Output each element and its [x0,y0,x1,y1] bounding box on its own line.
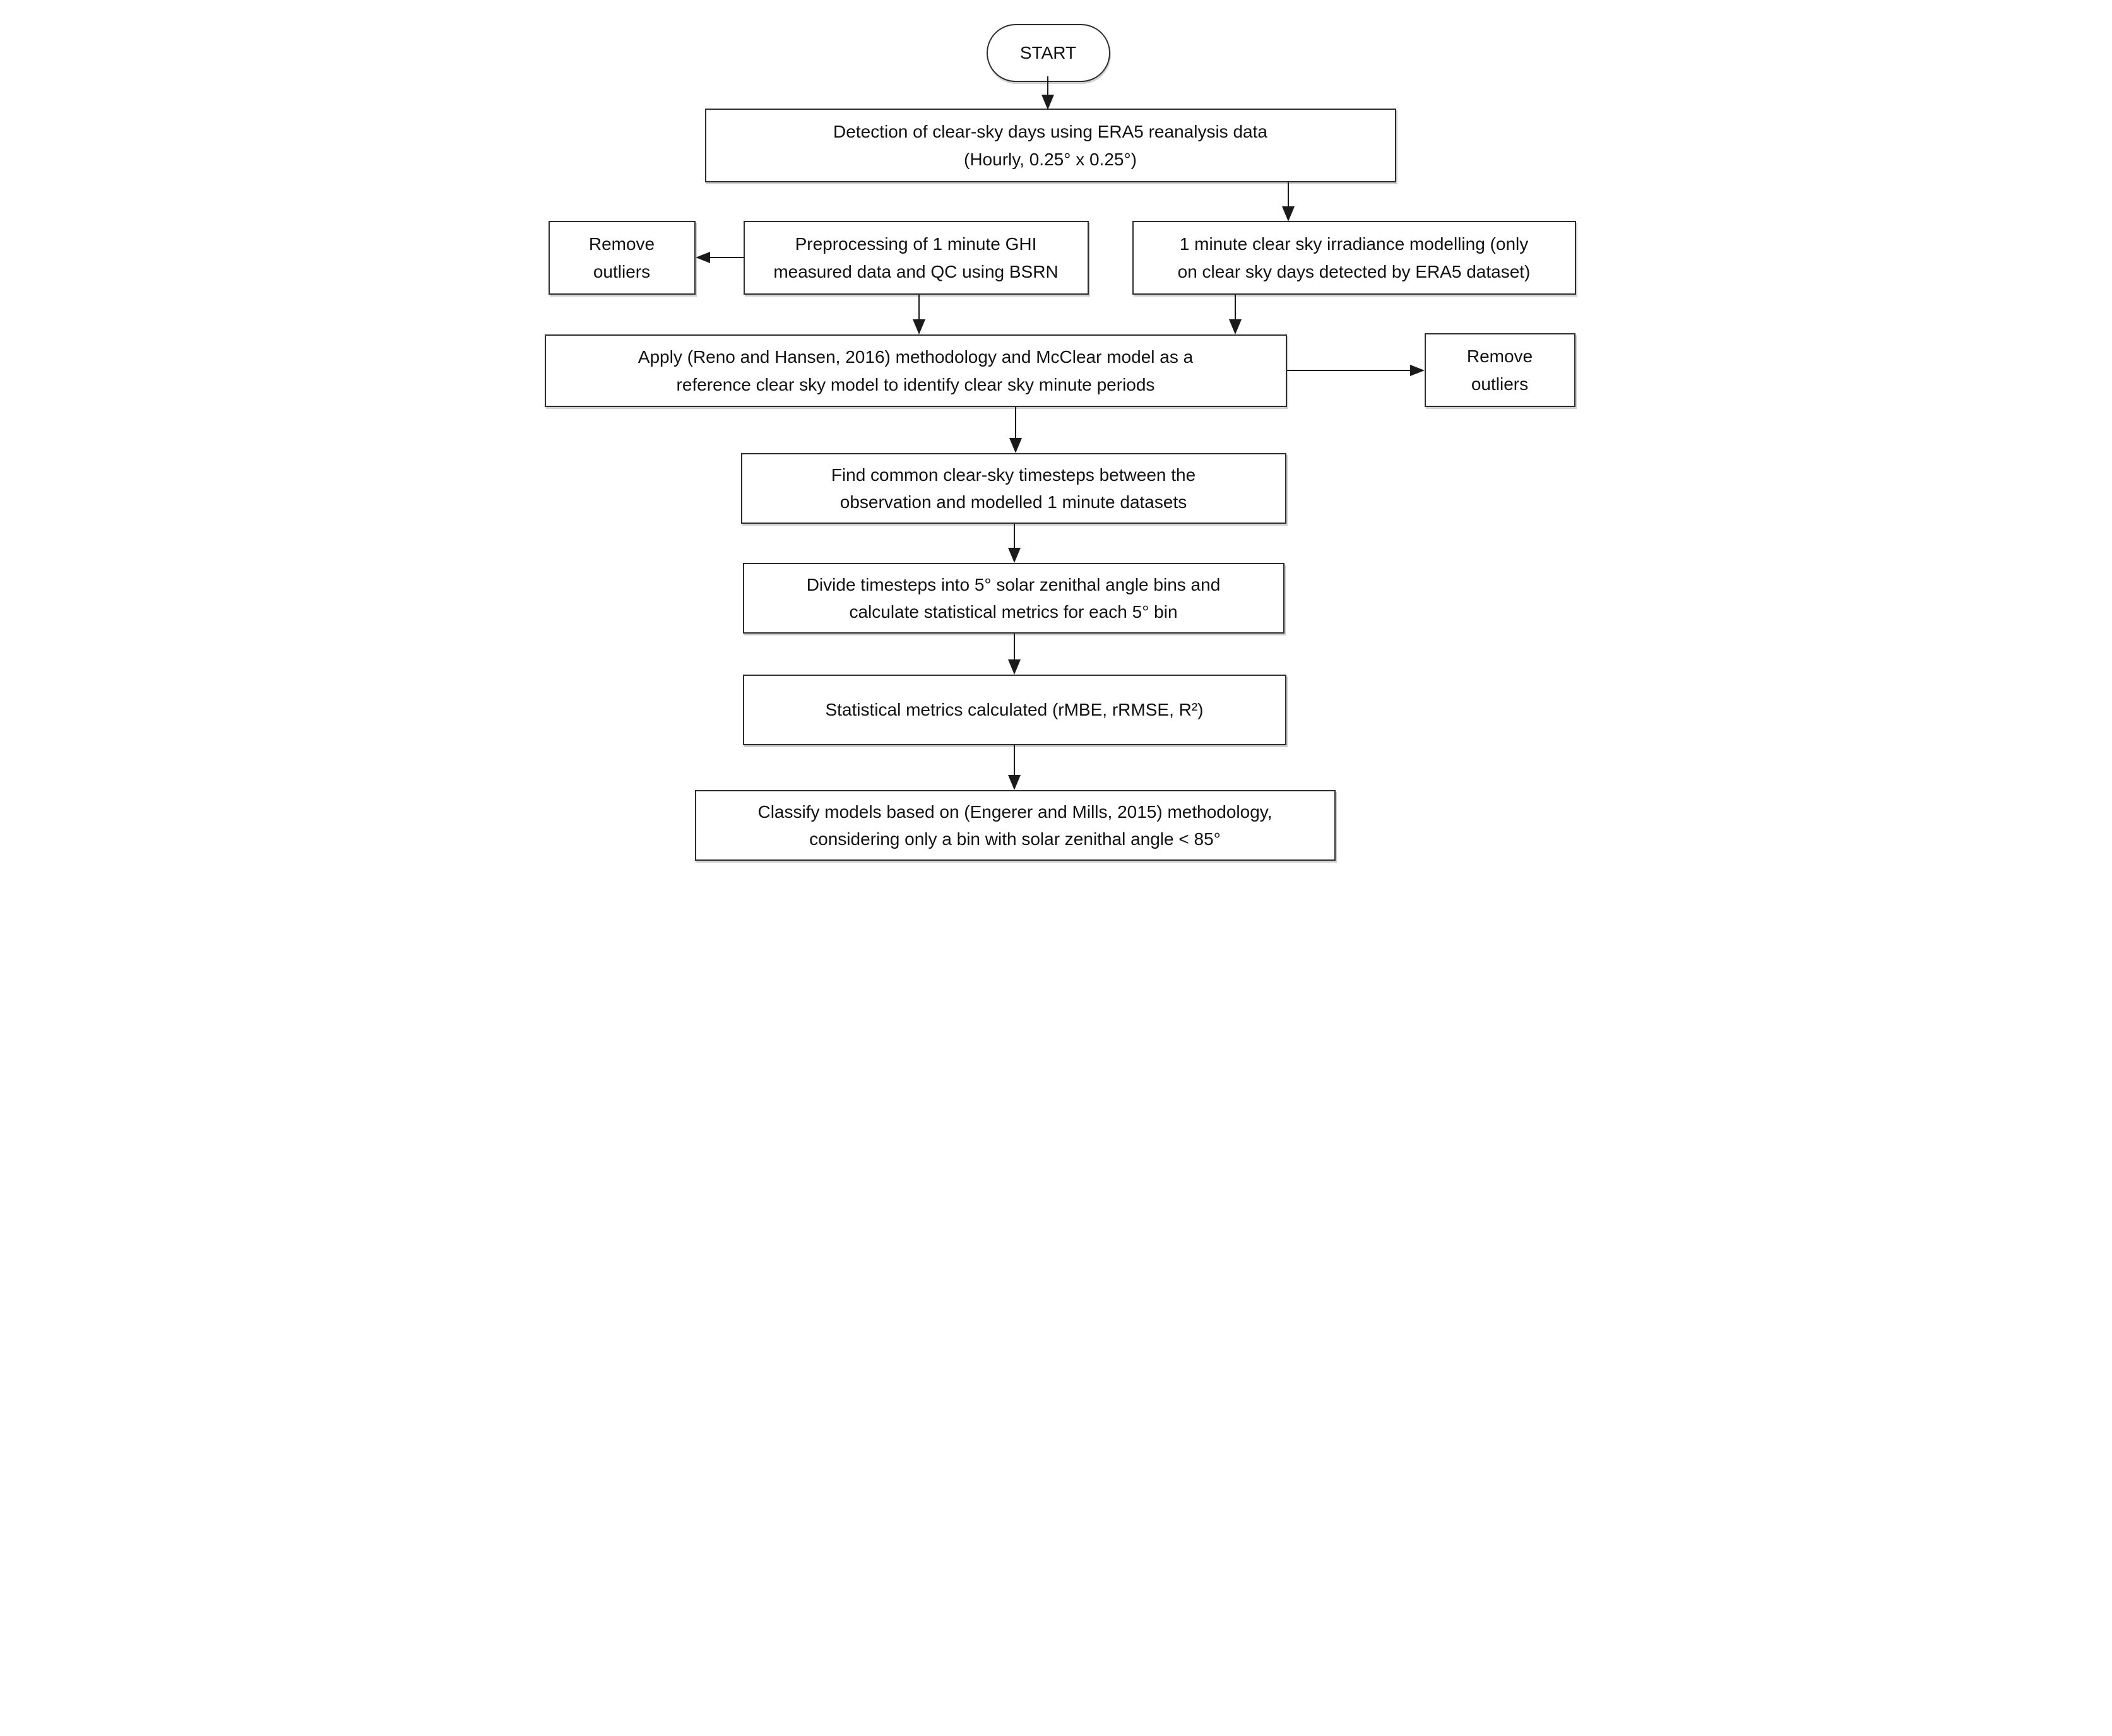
preprocessing-box-line1: Preprocessing of 1 minute GHI [795,234,1037,254]
arrow-preprocessing-to-remove-outliers-left-line [709,257,744,258]
arrow-preprocessing-to-remove-outliers-left-head [695,252,710,263]
arrow-preprocessing-to-apply-line [918,295,920,321]
arrow-divide-to-metrics-line [1013,634,1015,661]
remove-outliers-right-line2: outliers [1471,374,1529,394]
find-common-timesteps-box: Find common clear-sky timesteps between … [740,453,1286,524]
modelling-box-line2: on clear sky days detected by ERA5 datas… [1177,261,1531,281]
arrow-divide-to-metrics-head [1007,659,1021,675]
detection-clear-sky-days-box: Detection of clear-sky days using ERA5 r… [704,109,1396,182]
classify-models-box: Classify models based on (Engerer and Mi… [694,790,1336,861]
arrow-modelling-to-apply-head [1228,319,1242,334]
arrow-findcommon-to-divide-line [1013,524,1015,549]
apply-methodology-box: Apply (Reno and Hansen, 2016) methodolog… [544,334,1287,407]
remove-outliers-left-line2: outliers [593,261,651,281]
statistical-metrics-box: Statistical metrics calculated (rMBE, rR… [742,675,1286,745]
divide-zenith-bins-box: Divide timesteps into 5° solar zenithal … [742,563,1284,634]
arrow-metrics-to-classify-line [1013,745,1015,776]
arrow-apply-to-findcommon-line [1014,407,1016,439]
remove-outliers-left-line1: Remove [588,234,655,254]
apply-box-line1: Apply (Reno and Hansen, 2016) methodolog… [638,347,1194,367]
arrow-apply-to-findcommon-head [1009,438,1022,453]
detection-box-line1: Detection of clear-sky days using ERA5 r… [833,122,1267,142]
divide-box-line2: calculate statistical metrics for each 5… [849,602,1178,622]
arrow-findcommon-to-divide-head [1007,548,1021,563]
flowchart-canvas: START Detection of clear-sky days using … [528,0,1584,868]
remove-outliers-right-box: Remove outliers [1424,333,1575,407]
remove-outliers-right-line1: Remove [1466,346,1533,367]
arrow-start-to-detection-line [1047,76,1048,96]
classify-box-line1: Classify models based on (Engerer and Mi… [757,801,1273,822]
apply-box-line2: reference clear sky model to identify cl… [676,374,1155,394]
arrow-apply-to-remove-outliers-right-head [1409,365,1425,376]
classify-box-line2: considering only a bin with solar zenith… [809,829,1221,849]
find-common-box-line1: Find common clear-sky timesteps between … [831,464,1196,485]
start-node-label: START [1019,43,1077,63]
arrow-start-to-detection-head [1041,95,1054,110]
arrow-preprocessing-to-apply-head [912,319,925,334]
modelling-box-line1: 1 minute clear sky irradiance modelling … [1179,234,1529,254]
clear-sky-modelling-box: 1 minute clear sky irradiance modelling … [1132,221,1576,295]
find-common-box-line2: observation and modelled 1 minute datase… [839,492,1187,512]
detection-box-line2: (Hourly, 0.25° x 0.25°) [964,149,1137,169]
metrics-box-line1: Statistical metrics calculated (rMBE, rR… [825,700,1204,720]
arrow-detection-to-modelling-line [1287,182,1289,208]
start-node: START [986,24,1110,82]
divide-box-line1: Divide timesteps into 5° solar zenithal … [806,574,1221,594]
arrow-detection-to-modelling-head [1281,206,1295,221]
remove-outliers-left-box: Remove outliers [548,221,696,295]
arrow-metrics-to-classify-head [1007,775,1021,790]
preprocessing-box-line2: measured data and QC using BSRN [773,261,1059,281]
arrow-modelling-to-apply-line [1234,295,1236,321]
preprocessing-ghi-box: Preprocessing of 1 minute GHI measured d… [743,221,1089,295]
arrow-apply-to-remove-outliers-right-line [1286,370,1411,371]
